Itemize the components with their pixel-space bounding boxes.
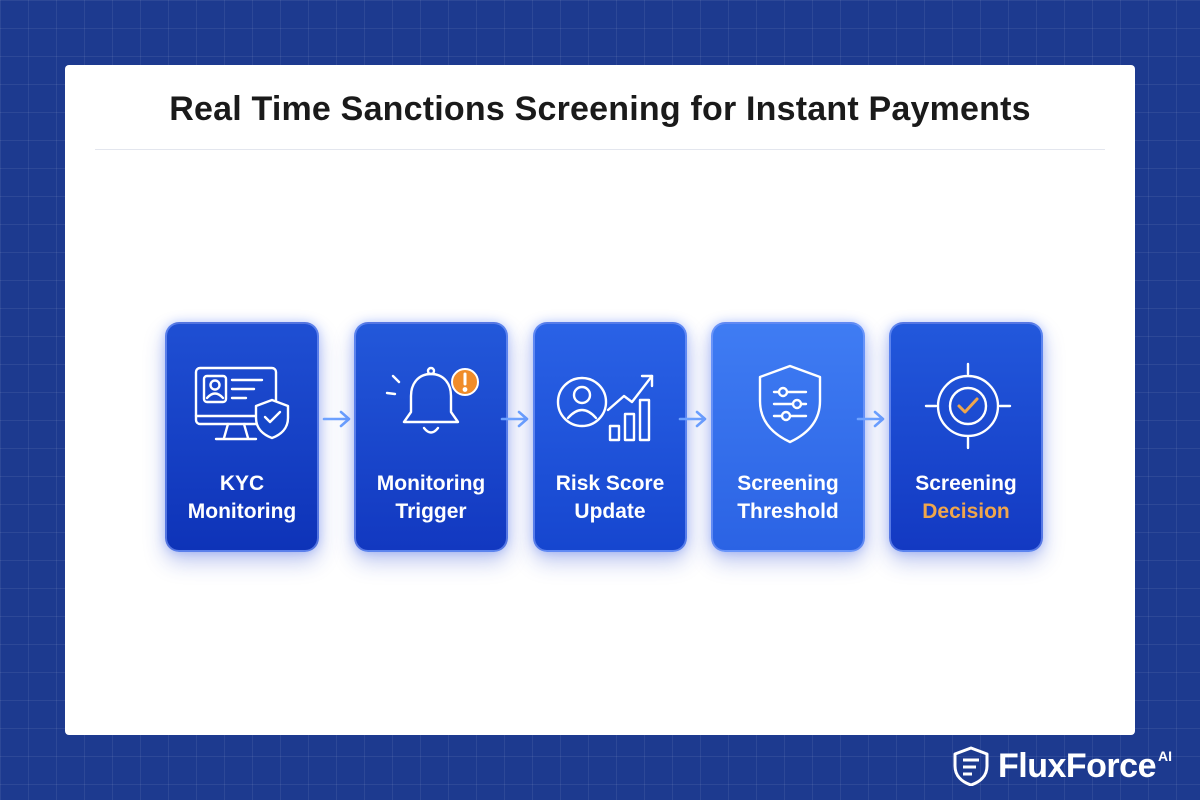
step-monitoring-trigger: Monitoring Trigger [354,322,508,552]
logo-suffix: AI [1157,748,1172,764]
logo-name: FluxForce [998,746,1156,785]
step-risk-score-update: Risk Score Update [533,322,687,552]
step-label: Screening Decision [915,472,1017,523]
monitor-user-shield-icon [194,366,290,441]
step-kyc-monitoring: KYC Monitoring [165,322,319,552]
step-label: Screening Threshold [737,472,839,523]
fluxforce-logo: FluxForce AI [952,742,1192,790]
user-growth-chart-icon [556,374,654,442]
bell-alert-icon [385,366,479,434]
step-screening-threshold: Screening Threshold [711,322,865,552]
arrow-right-icon [856,410,885,428]
arrow-right-icon [500,410,529,428]
page-title: Real Time Sanctions Screening for Instan… [169,90,1031,128]
step-screening-decision: Screening Decision [889,322,1043,552]
step-label: Risk Score Update [555,472,665,523]
arrow-right-icon [678,410,707,428]
step-label: KYC Monitoring [187,472,297,523]
arrow-right-icon [322,410,351,428]
shield-logo-icon [953,746,989,786]
target-check-icon [924,362,1012,450]
step-label: Monitoring Trigger [376,472,486,523]
title-divider [95,149,1105,150]
shield-sliders-icon [758,364,822,444]
